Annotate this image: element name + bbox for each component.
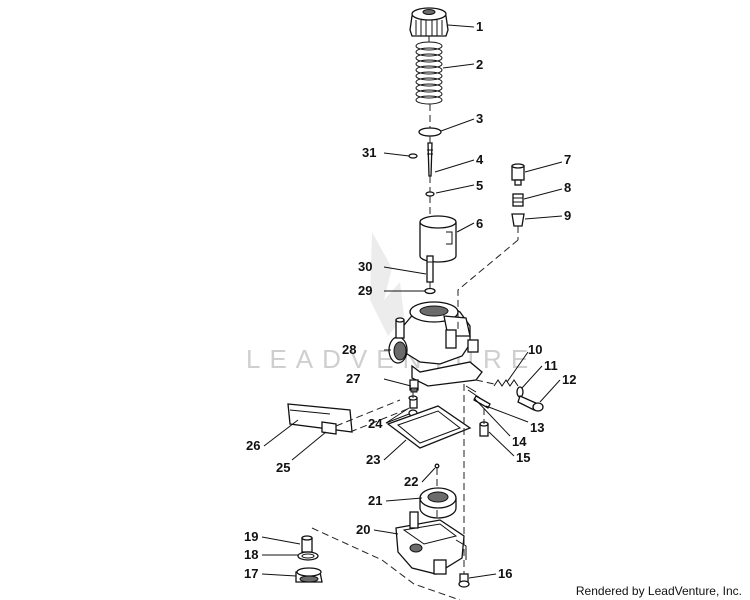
part-1-cap: [409, 7, 449, 37]
assembly-guide-lines: [311, 36, 519, 600]
part-20-float-bowl: [395, 511, 467, 575]
callout-5: 5: [476, 178, 483, 193]
callout-19: 19: [244, 529, 258, 544]
callout-8: 8: [564, 180, 571, 195]
part-7-seat: [511, 163, 525, 186]
part-27-fitting: [409, 379, 419, 393]
callout-22: 22: [404, 474, 418, 489]
callout-27: 27: [346, 371, 360, 386]
part-6-slide: [419, 215, 457, 263]
callout-24: 24: [368, 416, 383, 431]
callout-31: 31: [362, 145, 376, 160]
callout-3: 3: [476, 111, 483, 126]
callout-13: 13: [530, 420, 544, 435]
callout-14: 14: [512, 434, 527, 449]
callout-26: 26: [246, 438, 260, 453]
part-16-drain-screw: [458, 573, 470, 588]
callout-23: 23: [366, 452, 380, 467]
part-29-oring: [424, 287, 436, 295]
part-21-float: [419, 487, 457, 519]
callout-1: 1: [476, 19, 483, 34]
part-10-spring: [493, 379, 519, 387]
callout-9: 9: [564, 208, 571, 223]
callout-15: 15: [516, 450, 530, 465]
callout-21: 21: [368, 493, 382, 508]
watermark: LEADVENTURE: [246, 232, 537, 374]
carburetor-body: [388, 301, 483, 387]
part-3-plate: [418, 127, 442, 137]
part-15-plug: [479, 421, 489, 437]
callout-25: 25: [276, 460, 290, 475]
callout-18: 18: [244, 547, 258, 562]
leader-lines: [261, 24, 563, 579]
callout-16: 16: [498, 566, 512, 581]
callout-7: 7: [564, 152, 571, 167]
callout-17: 17: [244, 566, 258, 581]
part-18-oring: [297, 551, 319, 561]
part-8-needle-valve: [512, 193, 524, 207]
callout-12: 12: [562, 372, 576, 387]
part-24-jets: [408, 395, 418, 417]
part-19-jet: [301, 535, 313, 553]
part-17-nut: [295, 567, 323, 583]
callout-29: 29: [358, 283, 372, 298]
callout-11: 11: [544, 358, 558, 373]
callout-labels: 1 2 3 4 5 6 7 8 9 10 11 12 13 14 15 16 1…: [244, 19, 576, 581]
callout-20: 20: [356, 522, 370, 537]
part-30-needle-jet: [426, 255, 434, 283]
part-23-gasket: [386, 405, 472, 449]
part-4-needle: [427, 142, 433, 177]
part-25-tab: [321, 421, 337, 435]
credit-text: Rendered by LeadVenture, Inc.: [576, 584, 742, 598]
callout-2: 2: [476, 57, 483, 72]
callout-10: 10: [528, 342, 542, 357]
callout-30: 30: [358, 259, 372, 274]
part-9-cap: [511, 213, 525, 227]
part-26-plate: [287, 403, 353, 433]
watermark-text: LEADVENTURE: [246, 344, 537, 374]
callout-4: 4: [476, 152, 484, 167]
callout-6: 6: [476, 216, 483, 231]
part-12-screw: [517, 395, 544, 412]
callout-28: 28: [342, 342, 356, 357]
part-2-spring: [415, 41, 443, 105]
part-22-pin: [434, 463, 440, 469]
part-31-clip: [408, 153, 418, 159]
part-13-pilot-screw: [465, 385, 481, 399]
part-5-washer: [425, 191, 435, 197]
